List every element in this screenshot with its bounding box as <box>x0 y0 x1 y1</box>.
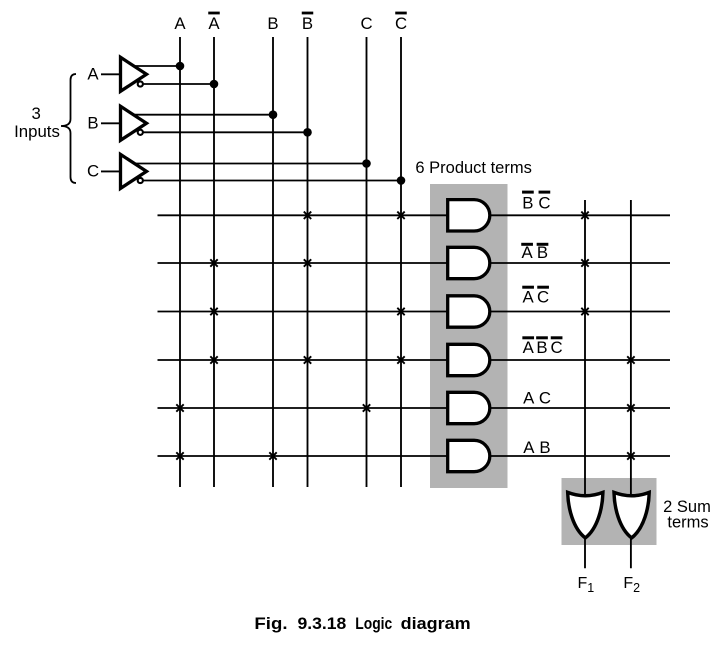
svg-text:9.3.18: 9.3.18 <box>298 615 347 633</box>
svg-text:A: A <box>523 438 535 457</box>
svg-text:C: C <box>360 14 372 33</box>
svg-text:C: C <box>539 389 551 408</box>
svg-text:B: B <box>522 193 533 212</box>
svg-text:A: A <box>522 288 534 307</box>
svg-text:A: A <box>521 243 533 262</box>
svg-text:terms: terms <box>667 514 708 532</box>
svg-text:Logic: Logic <box>355 615 392 633</box>
svg-text:6 Product terms: 6 Product terms <box>415 159 531 177</box>
svg-text:B: B <box>267 14 278 33</box>
svg-text:A: A <box>208 14 220 33</box>
svg-text:B: B <box>537 243 548 262</box>
svg-text:3: 3 <box>32 104 41 123</box>
svg-text:B: B <box>536 338 547 357</box>
svg-text:A: A <box>523 338 535 357</box>
svg-text:C: C <box>538 193 550 212</box>
svg-text:A: A <box>174 14 186 33</box>
svg-text:diagram: diagram <box>401 615 471 633</box>
svg-text:A: A <box>87 65 99 84</box>
svg-text:B: B <box>539 438 550 457</box>
svg-text:C: C <box>87 162 99 181</box>
svg-text:Fig.: Fig. <box>254 615 287 633</box>
svg-text:B: B <box>302 14 313 33</box>
svg-text:A: A <box>523 389 535 408</box>
svg-text:C: C <box>537 288 549 307</box>
svg-text:2 Sum: 2 Sum <box>663 498 711 516</box>
svg-text:C: C <box>551 338 563 357</box>
svg-text:B: B <box>87 114 98 133</box>
svg-text:Inputs: Inputs <box>14 122 60 141</box>
svg-text:C: C <box>395 14 407 33</box>
